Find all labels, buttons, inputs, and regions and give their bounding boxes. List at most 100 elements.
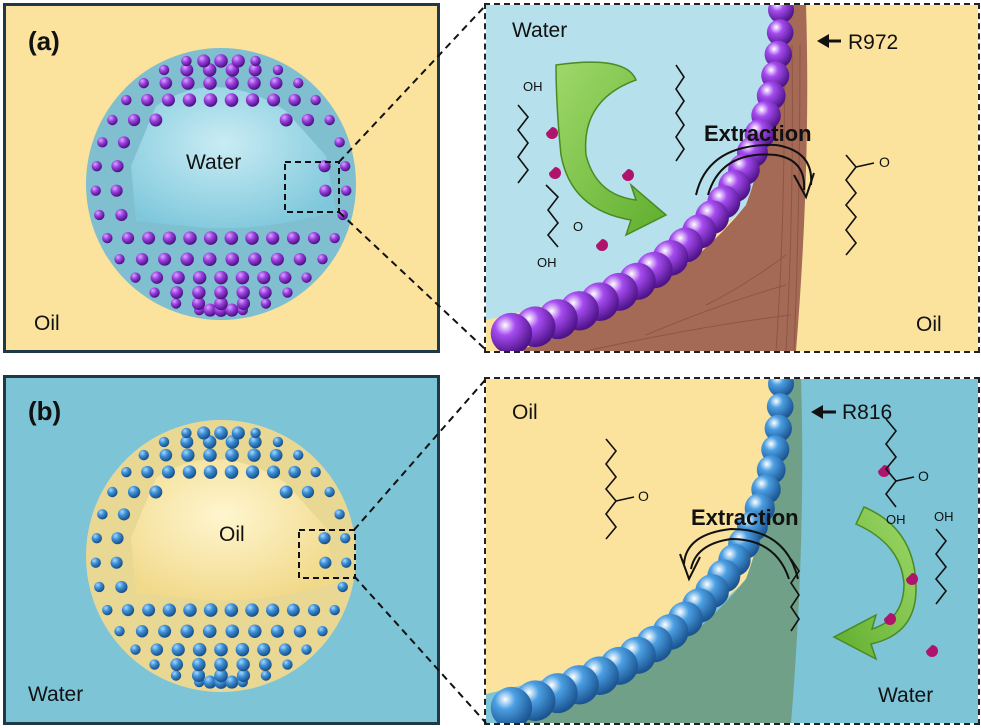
particle-sphere [341,185,352,196]
particle-sphere [225,252,240,267]
particle-sphere [307,603,321,617]
particle-sphere [270,252,284,266]
extraction-arrow-b [679,527,799,582]
particle-sphere [182,93,197,107]
hydroxyl-label-a1: OH [523,79,543,94]
particle-sphere [117,136,131,149]
particle-sphere [203,76,217,90]
particle-sphere [102,232,113,244]
particle-sphere [203,675,217,689]
particle-sphere [102,604,113,616]
particle-sphere [225,624,240,639]
particle-sphere [142,231,156,245]
outside-phase-label-b: Water [878,684,934,707]
enzyme-icon [906,573,918,585]
particle-sphere [293,77,304,89]
molecules-a [516,64,875,256]
panel-a-overview: (a) Water Oil [3,3,440,353]
particle-sphere [149,287,160,298]
particle-sphere [115,580,128,594]
particle-sphere [225,448,239,462]
particle-sphere [318,160,331,173]
oil-region [486,379,776,694]
particle-sphere [91,532,102,544]
particle-sphere [158,624,172,638]
particle-sphere [214,426,228,440]
enzyme-icon [549,167,561,179]
particle-sphere [272,436,284,448]
particle-sphere [224,465,239,479]
particle-sphere [130,644,141,655]
particle-sphere [340,532,351,544]
particle-sphere [127,113,141,127]
particle-sphere [269,76,283,90]
particle-sphere [117,508,131,521]
particle-sphere [260,670,272,681]
particle-sphere [203,448,217,462]
particle-sphere [180,624,194,638]
particle-sphere [257,271,271,285]
particle-sphere [111,160,124,173]
particle-sphere [214,285,228,300]
particle-sphere [180,252,194,266]
particle-sphere [214,642,228,657]
particle-sphere [310,466,321,478]
enzyme-icon [546,127,558,139]
particle-sphere [248,624,262,638]
particle-sphere [141,93,154,107]
particle-sphere [192,657,206,672]
particle-sphere [329,232,340,244]
extraction-arrow-a [695,143,815,200]
top-phase-label-b: Oil [512,401,538,424]
particle-sphere [340,160,351,172]
particle-sphere [91,160,102,172]
particle-sphere [191,296,206,311]
particle-sphere [245,603,259,617]
particle-sphere [288,465,301,479]
particle-sphere [236,285,250,300]
particle-sphere [94,209,105,221]
particle-sphere [138,449,149,461]
particle-sphere [214,270,228,285]
particle-sphere [490,312,533,351]
particle-sphere [318,532,331,545]
particle-sphere [161,93,175,107]
particle-sphere [282,659,293,670]
particle-sphere [329,604,340,616]
particle-sphere [247,76,261,90]
particle-sphere [162,603,176,617]
particle-sphere [121,94,132,106]
butyric-acid-skeleton [884,418,898,508]
butanol-skeleton [934,528,948,605]
enzyme-icon [596,239,608,251]
particle-sphere [301,113,315,127]
top-phase-label-a: Water [512,19,568,42]
particle-sphere [94,581,105,593]
particle-shell-r816 [90,426,352,689]
particle-sphere [319,556,332,569]
particle-sphere [171,643,185,657]
particle-sphere [114,626,125,637]
particle-sphere [138,77,149,89]
particle-sphere [170,298,182,309]
particle-sphere [170,658,184,671]
panel-a-zoom: OH OH O O Water R972 Extraction Oil [484,3,980,353]
particle-sphere [236,668,251,683]
interface-zoom-a: OH OH O O [486,5,978,351]
particle-sphere [114,254,125,265]
particle-sphere [161,465,175,479]
particle-sphere [225,303,239,317]
particle-sphere [334,137,345,148]
particle-sphere [293,449,304,461]
particle-sphere [159,448,173,462]
particle-sphere [317,626,328,637]
particle-sphere [267,465,281,479]
particle-sphere [111,532,124,545]
particle-sphere [149,485,163,499]
particle-sphere [203,603,218,617]
particle-sphere [764,414,792,443]
particle-sphere [278,271,292,284]
action-label-a: Extraction [704,121,812,146]
particle-sphere [269,448,283,462]
shell-wall-b [516,379,803,723]
